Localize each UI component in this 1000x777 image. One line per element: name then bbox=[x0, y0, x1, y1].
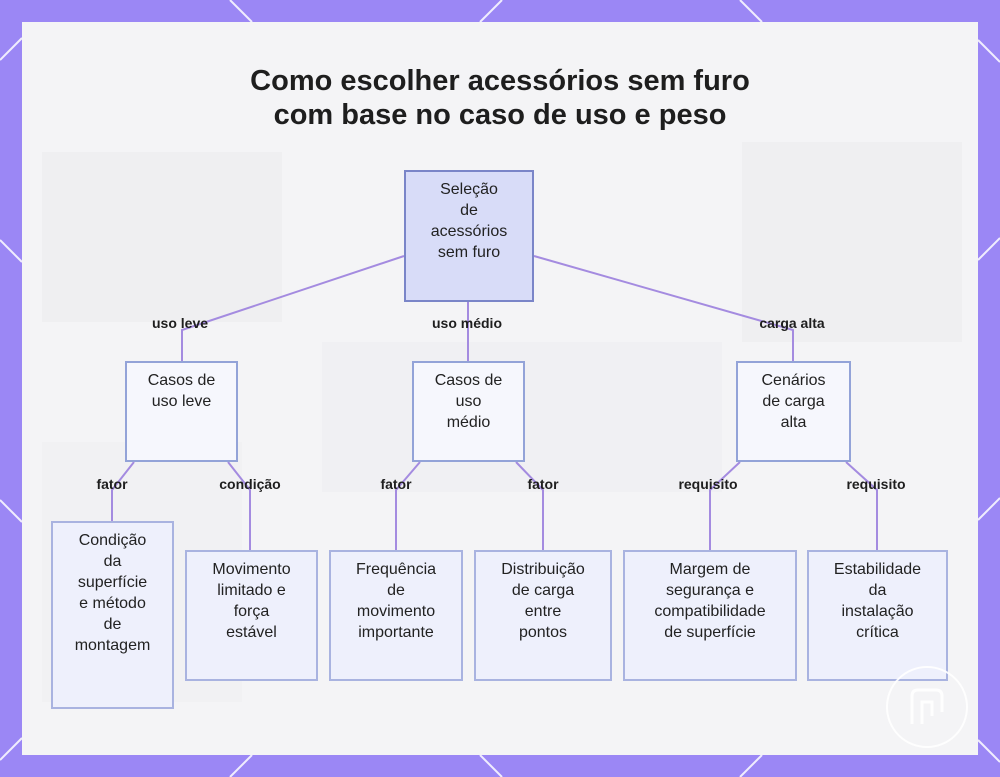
node-root-label: Seleção de acessórios sem furo bbox=[430, 181, 508, 261]
node-installation-stability-label: Estabilidade da instalação crítica bbox=[833, 561, 922, 641]
node-heavy-load-label: Cenários de carga alta bbox=[761, 372, 826, 431]
node-load-distribution: Distribuição de carga entre pontos bbox=[474, 550, 612, 681]
node-limited-movement: Movimento limitado e força estável bbox=[185, 550, 318, 681]
edge-light-leaf1 bbox=[111, 461, 135, 521]
edge-medium-leaf4 bbox=[515, 461, 544, 550]
edge-label-uso-medio: uso médio bbox=[431, 315, 503, 331]
edge-heavy-leaf5 bbox=[709, 461, 741, 550]
edge-label-condicao: condição bbox=[219, 476, 281, 492]
node-medium-use-label: Casos de uso médio bbox=[434, 372, 503, 431]
edge-root-light bbox=[181, 255, 405, 361]
edge-medium-leaf3 bbox=[395, 461, 421, 550]
edge-label-fator-2: fator bbox=[380, 476, 412, 492]
edge-label-fator-1: fator bbox=[96, 476, 128, 492]
node-installation-stability: Estabilidade da instalação crítica bbox=[807, 550, 948, 681]
node-light-use: Casos de uso leve bbox=[125, 361, 238, 462]
edge-heavy-leaf6 bbox=[845, 461, 878, 550]
edge-label-fator-3: fator bbox=[527, 476, 559, 492]
node-limited-movement-label: Movimento limitado e força estável bbox=[212, 561, 291, 641]
node-root: Seleção de acessórios sem furo bbox=[404, 170, 534, 302]
node-safety-margin: Margem de segurança e compatibilidade de… bbox=[623, 550, 797, 681]
node-medium-use: Casos de uso médio bbox=[412, 361, 525, 462]
node-load-distribution-label: Distribuição de carga entre pontos bbox=[501, 561, 585, 641]
node-light-use-label: Casos de uso leve bbox=[147, 372, 216, 410]
node-surface-condition: Condição da superfície e método de monta… bbox=[51, 521, 174, 709]
edge-light-leaf2 bbox=[227, 461, 251, 550]
edge-label-uso-leve: uso leve bbox=[151, 315, 209, 331]
edge-label-requisito-2: requisito bbox=[846, 476, 906, 492]
edge-label-carga-alta: carga alta bbox=[759, 315, 825, 331]
node-surface-condition-label: Condição da superfície e método de monta… bbox=[74, 532, 151, 654]
node-movement-frequency: Frequência de movimento importante bbox=[329, 550, 463, 681]
node-movement-frequency-label: Frequência de movimento importante bbox=[355, 561, 437, 641]
node-heavy-load: Cenários de carga alta bbox=[736, 361, 851, 462]
edge-root-heavy bbox=[533, 255, 794, 361]
node-safety-margin-label: Margem de segurança e compatibilidade de… bbox=[654, 561, 766, 641]
diagram-title-line-1: Como escolher acessórios sem furo bbox=[250, 65, 750, 97]
diagram-title-line-2: com base no caso de uso e peso bbox=[273, 99, 727, 131]
watermark-logo-icon bbox=[886, 666, 968, 748]
edge-label-requisito-1: requisito bbox=[678, 476, 738, 492]
